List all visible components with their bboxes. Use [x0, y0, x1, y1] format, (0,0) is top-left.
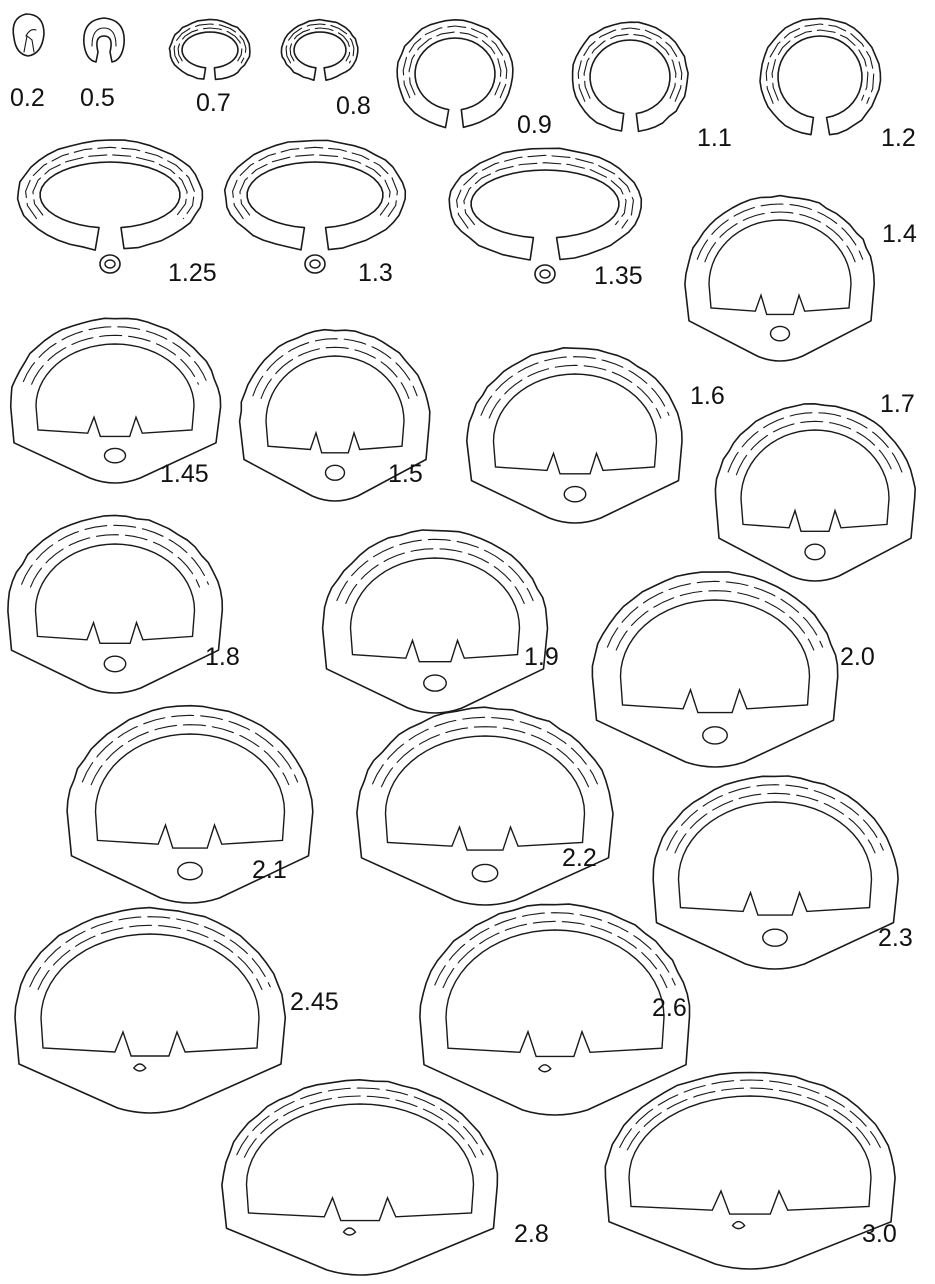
stage-label-1-3: 1.3	[358, 261, 393, 286]
stage-label-0-9: 0.9	[517, 113, 552, 138]
section-3-0	[605, 1073, 895, 1270]
stage-label-2-0: 2.0	[840, 645, 875, 670]
stage-label-1-45: 1.45	[160, 462, 209, 487]
stage-label-1-4: 1.4	[882, 222, 917, 247]
section-1-2	[760, 18, 881, 134]
stage-label-2-6: 2.6	[652, 996, 687, 1021]
stage-label-1-1: 1.1	[697, 126, 732, 151]
section-0-8	[281, 20, 357, 81]
section-1-3	[225, 140, 406, 273]
stage-label-1-5: 1.5	[388, 462, 423, 487]
section-1-9	[323, 530, 548, 713]
stage-label-2-45: 2.45	[290, 990, 339, 1015]
section-1-45	[11, 318, 221, 483]
section-0-2	[13, 14, 44, 56]
stage-label-1-9: 1.9	[524, 645, 559, 670]
section-0-5	[84, 18, 124, 62]
stage-label-0-2: 0.2	[10, 86, 45, 111]
section-1-1	[573, 22, 689, 131]
stage-label-2-8: 2.8	[514, 1222, 549, 1247]
section-2-0	[592, 572, 837, 767]
stage-label-1-25: 1.25	[168, 261, 217, 286]
stage-label-2-3: 2.3	[878, 926, 913, 951]
section-2-6	[420, 904, 690, 1115]
section-2-45	[15, 908, 285, 1113]
stage-label-1-7: 1.7	[880, 392, 915, 417]
section-2-2	[357, 707, 613, 905]
stage-label-2-2: 2.2	[562, 846, 597, 871]
section-0-9	[397, 20, 513, 128]
section-2-8	[222, 1080, 498, 1275]
stage-label-1-8: 1.8	[205, 645, 240, 670]
section-1-25	[18, 140, 203, 273]
section-1-4	[685, 196, 874, 361]
section-0-7	[169, 19, 250, 79]
stage-label-1-35: 1.35	[594, 264, 643, 289]
stage-label-1-2: 1.2	[881, 126, 916, 151]
section-1-6	[467, 348, 682, 523]
stage-label-0-5: 0.5	[80, 86, 115, 111]
stage-label-0-7: 0.7	[196, 91, 231, 116]
stage-label-2-1: 2.1	[252, 858, 287, 883]
stage-label-1-6: 1.6	[690, 384, 725, 409]
section-1-7	[715, 404, 915, 581]
section-1-8	[8, 515, 222, 693]
stage-label-3-0: 3.0	[862, 1222, 897, 1247]
section-2-3	[653, 776, 898, 969]
stage-label-0-8: 0.8	[336, 94, 371, 119]
